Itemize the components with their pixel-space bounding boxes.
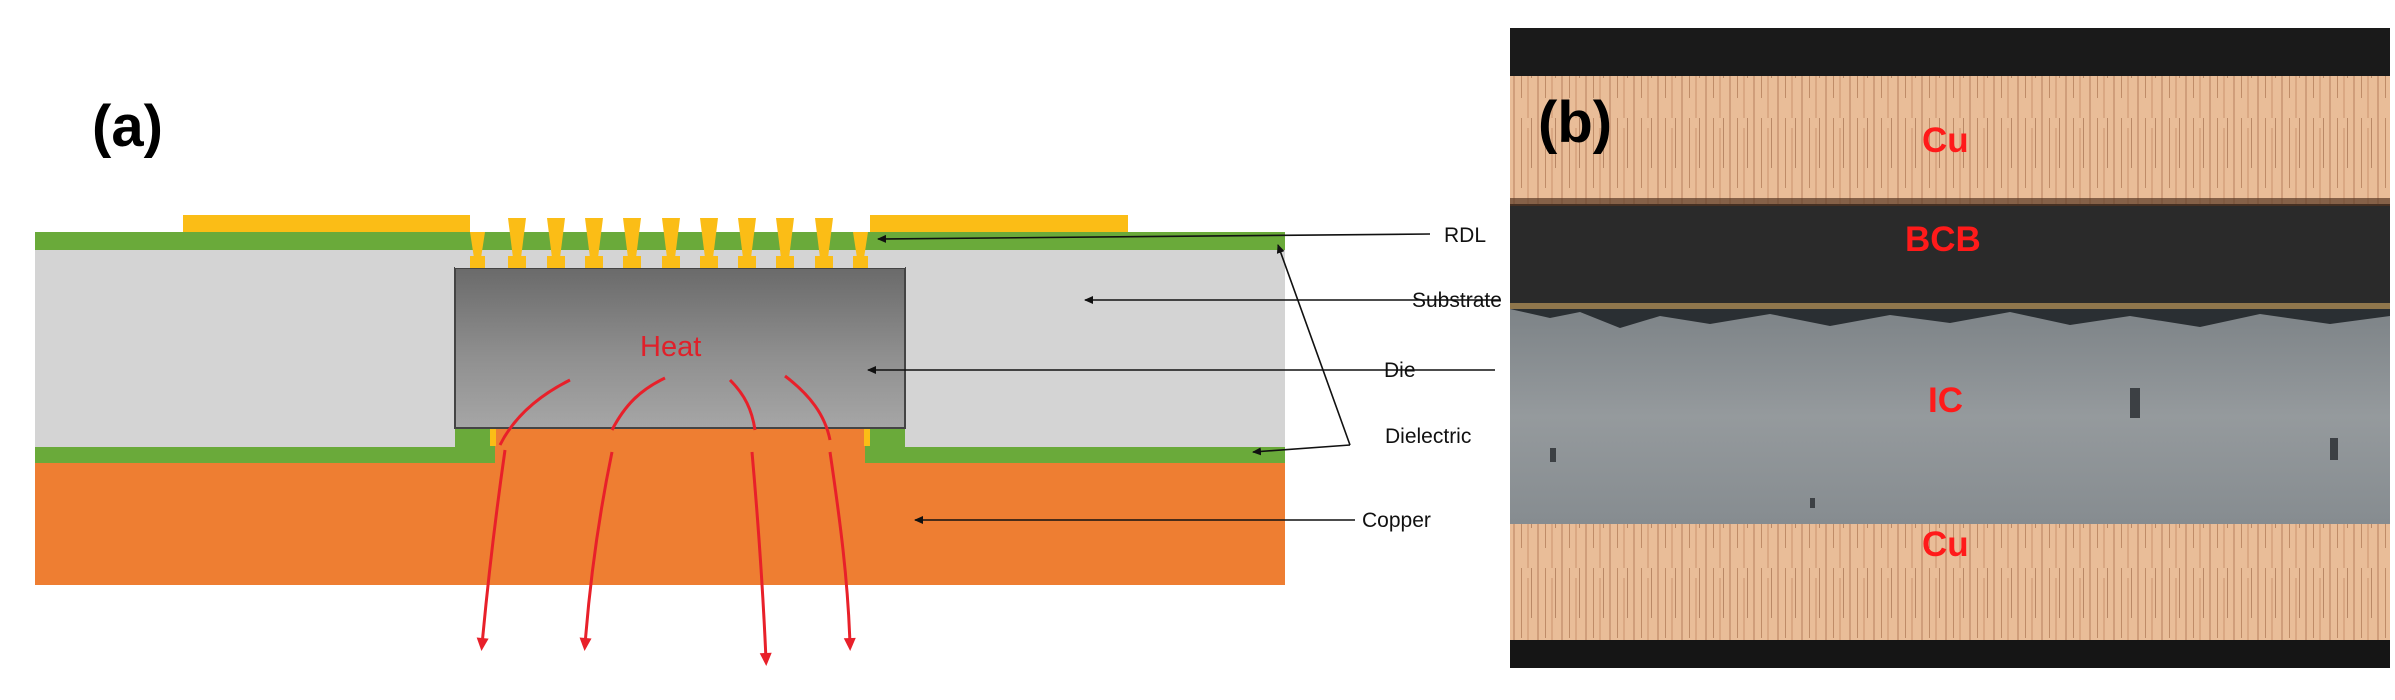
rdl-label: RDL xyxy=(1444,224,1486,247)
dielectric-leader-top xyxy=(1276,244,1351,446)
bcb-label: BCB xyxy=(1905,220,1981,259)
cu-top-label: Cu xyxy=(1922,121,1969,160)
dielectric-label: Dielectric xyxy=(1385,425,1471,448)
die-block xyxy=(454,267,906,429)
copper-layer xyxy=(35,460,1285,585)
lower-dielectric-right xyxy=(865,447,1285,463)
heat-flow-arrows xyxy=(476,374,856,666)
bcb-layer xyxy=(1510,206,2390,311)
ic-top-rough-edge xyxy=(1510,309,2390,328)
bcb-interface xyxy=(1510,303,2390,309)
rdl-pad-right xyxy=(864,428,870,446)
lower-dielectric-left xyxy=(35,447,495,463)
cu-top-edge xyxy=(1510,198,2390,206)
heat-arrow-4 xyxy=(828,451,856,651)
die-label: Die xyxy=(1384,359,1416,382)
panel-b-letter: (b) xyxy=(1538,90,1613,155)
panel-a-letter: (a) xyxy=(92,94,163,159)
rdl-vias xyxy=(470,218,868,258)
copper-label: Copper xyxy=(1362,509,1431,532)
heat-label: Heat xyxy=(640,331,701,363)
ic-label: IC xyxy=(1928,381,1963,420)
substrate-label-overlay: Substrate xyxy=(1412,289,1502,312)
rdl-pad-left xyxy=(490,428,496,446)
rdl-bumps xyxy=(470,256,868,268)
cu-bottom-label: Cu xyxy=(1922,525,1969,564)
ic-layer xyxy=(1510,309,2390,524)
leader-lines xyxy=(867,233,1500,524)
copper-pedestal xyxy=(495,427,865,465)
cu-top-layer xyxy=(1510,76,2390,204)
micrograph-panel: Cu BCB IC Cu xyxy=(1510,28,2390,668)
substrate-layer-right xyxy=(905,250,1285,447)
upper-dielectric xyxy=(35,232,1285,250)
rdl-leader xyxy=(877,233,1431,243)
package-cross-section-diagram: Heat RDL Die Dielectric Copper xyxy=(35,215,1500,666)
heat-arrow-2 xyxy=(579,451,614,651)
substrate-label: Substrate xyxy=(1412,289,1502,312)
ic-defects xyxy=(1550,388,2338,508)
rdl-pad-top-left xyxy=(183,215,470,232)
dielectric-leader-bottom xyxy=(1252,444,1351,456)
heat-arrow-1 xyxy=(476,449,507,651)
rdl-pad-top-right xyxy=(870,215,1128,232)
cu-bottom-dark-edge xyxy=(1510,640,2390,668)
cu-bottom-layer xyxy=(1510,524,2390,644)
heat-arrow-3 xyxy=(750,451,772,666)
substrate-layer-left xyxy=(35,250,455,447)
